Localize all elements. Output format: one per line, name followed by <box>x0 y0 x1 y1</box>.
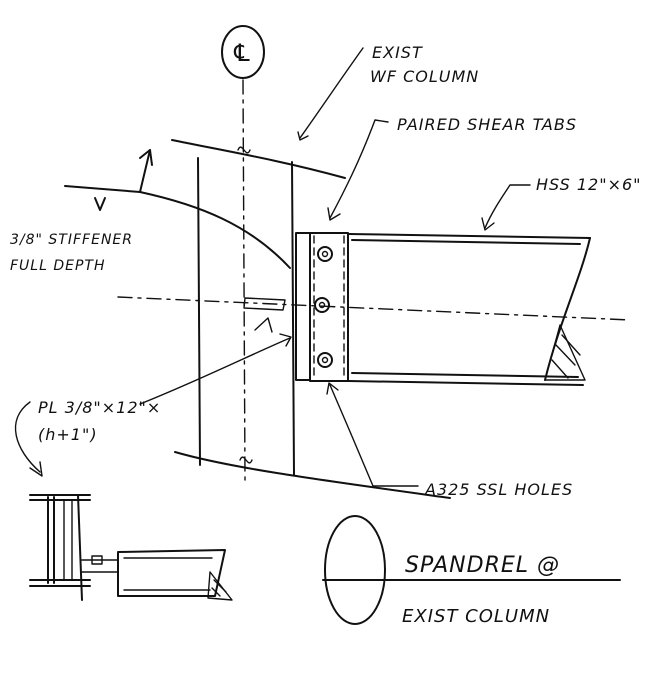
label-stiffener-line1: 3/8" STIFFENER <box>10 232 133 248</box>
hss-section-hatch <box>551 334 581 379</box>
label-exist-line1: EXIST <box>372 43 423 62</box>
title-block: SPANDREL @ EXIST COLUMN <box>322 515 621 627</box>
leader-shear-tabs-arrow <box>327 207 341 221</box>
plate-callout-arrowhead <box>29 461 43 477</box>
existing-column <box>171 139 451 499</box>
leader-hss <box>484 184 531 229</box>
subtitle-text: EXIST COLUMN <box>402 606 550 627</box>
hss-bottom-inner <box>351 372 579 378</box>
title-bubble <box>324 515 386 625</box>
centerline-symbol: ℄ <box>221 25 265 79</box>
leader-hss-arrow <box>481 217 495 231</box>
section-cut-line <box>64 149 151 193</box>
leader-bolts-arrow <box>326 382 339 395</box>
section-cut-arrow-bottom <box>94 197 106 211</box>
break-mark-top <box>237 146 251 154</box>
label-hss: HSS 12"×6" <box>536 175 642 194</box>
label-plate-line1: PL 3/8"×12"× <box>38 398 161 417</box>
stiffener-detail <box>243 297 286 333</box>
column-flange-right <box>291 161 295 476</box>
shear-tab-outer <box>309 232 349 382</box>
title-text: SPANDREL @ <box>405 553 560 578</box>
hss-break-line <box>544 237 591 381</box>
column-centerline <box>242 79 246 481</box>
weld-symbol <box>254 317 273 333</box>
elev-column-top-flange <box>29 494 91 501</box>
section-cut-arrow-top <box>139 149 153 166</box>
elev-stiffener <box>63 499 73 581</box>
shear-tab-assembly <box>295 232 349 382</box>
centerline-bubble <box>221 25 265 79</box>
hss-top-edge <box>347 233 591 239</box>
shear-tab-inner-lines <box>313 235 345 379</box>
leader-exist-column <box>299 47 364 139</box>
label-plate: PL 3/8"×12"× (h+1") <box>38 398 161 444</box>
label-stiffener-line2: FULL DEPTH <box>10 258 106 274</box>
break-mark-bottom <box>239 456 253 464</box>
bolt-top <box>317 246 333 262</box>
elev-column-bottom-flange <box>29 579 91 587</box>
column-flange-left <box>197 157 201 466</box>
leader-bolts <box>329 384 419 487</box>
hss-bottom-edge <box>347 380 584 386</box>
leader-shear-tabs <box>329 119 389 219</box>
centerline-label: ℄ <box>231 39 254 67</box>
stiffener-plate <box>243 297 286 311</box>
bolt-bottom <box>317 352 333 368</box>
elev-tab <box>81 559 119 573</box>
label-plate-line2: (h+1") <box>38 425 98 444</box>
elev-hss-hatch <box>211 579 227 597</box>
leader-exist-column-arrow <box>297 131 309 141</box>
plate-callout-arrow <box>14 401 41 473</box>
hss-beam <box>347 233 591 386</box>
end-plate <box>295 232 311 381</box>
section-cut-marker <box>64 149 291 269</box>
leader-plate-arrow <box>279 333 292 347</box>
bolt-middle <box>314 297 330 313</box>
elevation-sketch <box>29 494 233 601</box>
leader-plate <box>139 337 291 405</box>
elev-bolt <box>91 555 103 565</box>
label-exist-line2: WF COLUMN <box>370 67 479 86</box>
elev-hss-inner <box>123 557 213 591</box>
elev-column-web <box>47 496 55 584</box>
elev-hss <box>117 549 226 597</box>
elev-hss-cut <box>207 571 233 601</box>
column-top-line <box>171 139 346 179</box>
label-bolts: A325 SSL HOLES <box>424 480 573 499</box>
label-stiffener: 3/8" STIFFENER FULL DEPTH <box>10 232 133 274</box>
hss-section-hatch-outline <box>544 324 586 381</box>
elev-column-flange-right <box>77 494 83 601</box>
column-bottom-line <box>174 451 451 499</box>
hss-top-inner <box>351 239 581 245</box>
label-shear-tabs: PAIRED SHEAR TABS <box>397 115 577 134</box>
beam-centerline <box>117 296 631 321</box>
label-exist-column: EXIST WF COLUMN <box>370 43 479 86</box>
stiffener-leader-upper <box>139 191 291 269</box>
